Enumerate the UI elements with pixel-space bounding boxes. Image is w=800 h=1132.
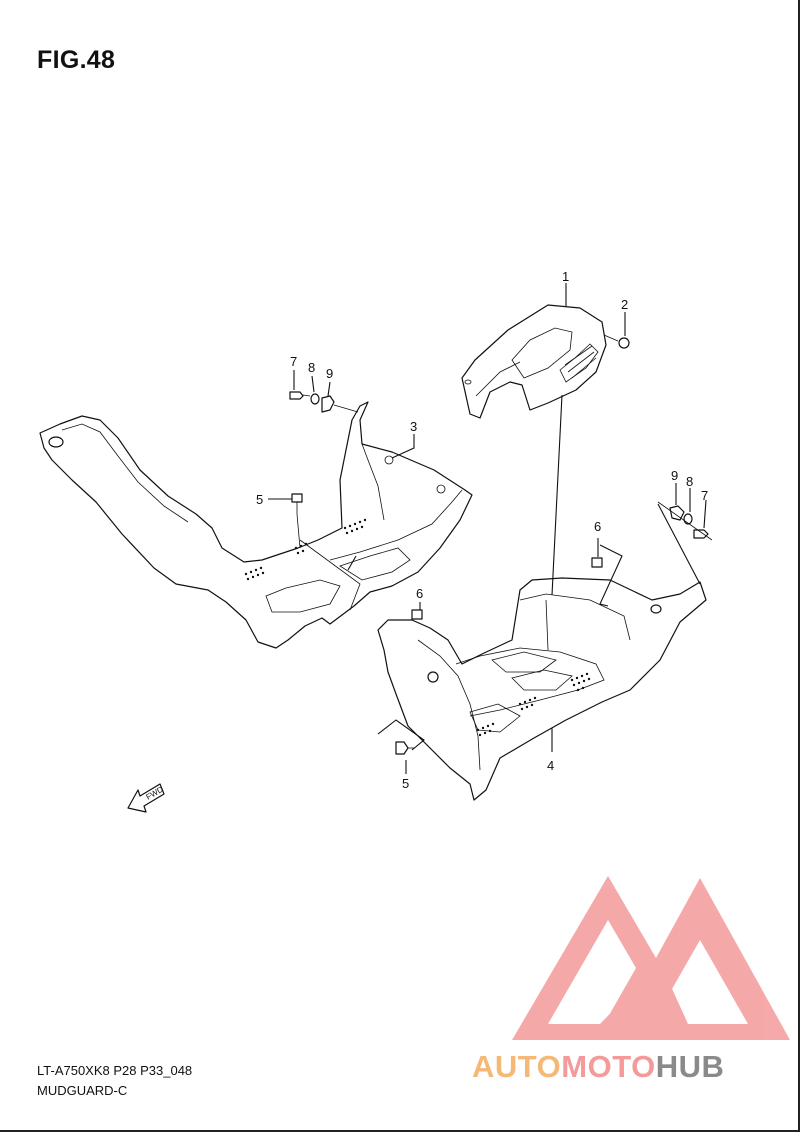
callout-numbers: 1 2 3 4 5 5 6 6 7 7 8 8 9 9 [256, 269, 708, 791]
model-code: LT-A750XK8 P28 P33_048 [37, 1063, 193, 1078]
watermark-auto: AUTO [472, 1049, 562, 1084]
part-2-bolt [603, 334, 630, 349]
callout-6-lower: 6 [416, 586, 423, 601]
part-4-footrest [377, 577, 707, 801]
part-6-nut-upper [591, 557, 603, 568]
part-1-cover [461, 304, 607, 419]
callout-8-right: 8 [686, 474, 693, 489]
callout-7-left: 7 [290, 354, 297, 369]
part-3-left-mudguard [39, 401, 473, 649]
watermark-logo-icon [512, 876, 790, 1040]
fwd-direction-arrow: FWD [127, 783, 165, 813]
callout-1: 1 [562, 269, 569, 284]
callout-9-left: 9 [326, 366, 333, 381]
part-5-bolt-left [291, 493, 303, 549]
section-name: MUDGUARD-C [37, 1083, 128, 1098]
callout-5-right: 5 [402, 776, 409, 791]
callout-5-left: 5 [256, 492, 263, 507]
watermark-moto: MOTO [561, 1049, 656, 1084]
hardware-left-7-8-9 [289, 391, 359, 413]
page-border-right [798, 0, 800, 1132]
figure-title: FIG.48 [37, 46, 116, 74]
page-border-bottom [0, 1130, 800, 1132]
callout-7-right: 7 [701, 488, 708, 503]
leader-lines [268, 283, 707, 774]
watermark-brand-text: AUTOMOTOHUB [472, 1049, 724, 1085]
hardware-right-9-8-7 [657, 501, 713, 541]
part-6-nut-lower [411, 609, 423, 620]
callout-3: 3 [410, 419, 417, 434]
callout-4: 4 [547, 758, 554, 773]
callout-9-right: 9 [671, 468, 678, 483]
callout-2: 2 [621, 297, 628, 312]
watermark-hub: HUB [655, 1049, 725, 1084]
callout-8-left: 8 [308, 360, 315, 375]
part-5-bolt-right [395, 741, 414, 755]
callout-6-upper: 6 [594, 519, 601, 534]
